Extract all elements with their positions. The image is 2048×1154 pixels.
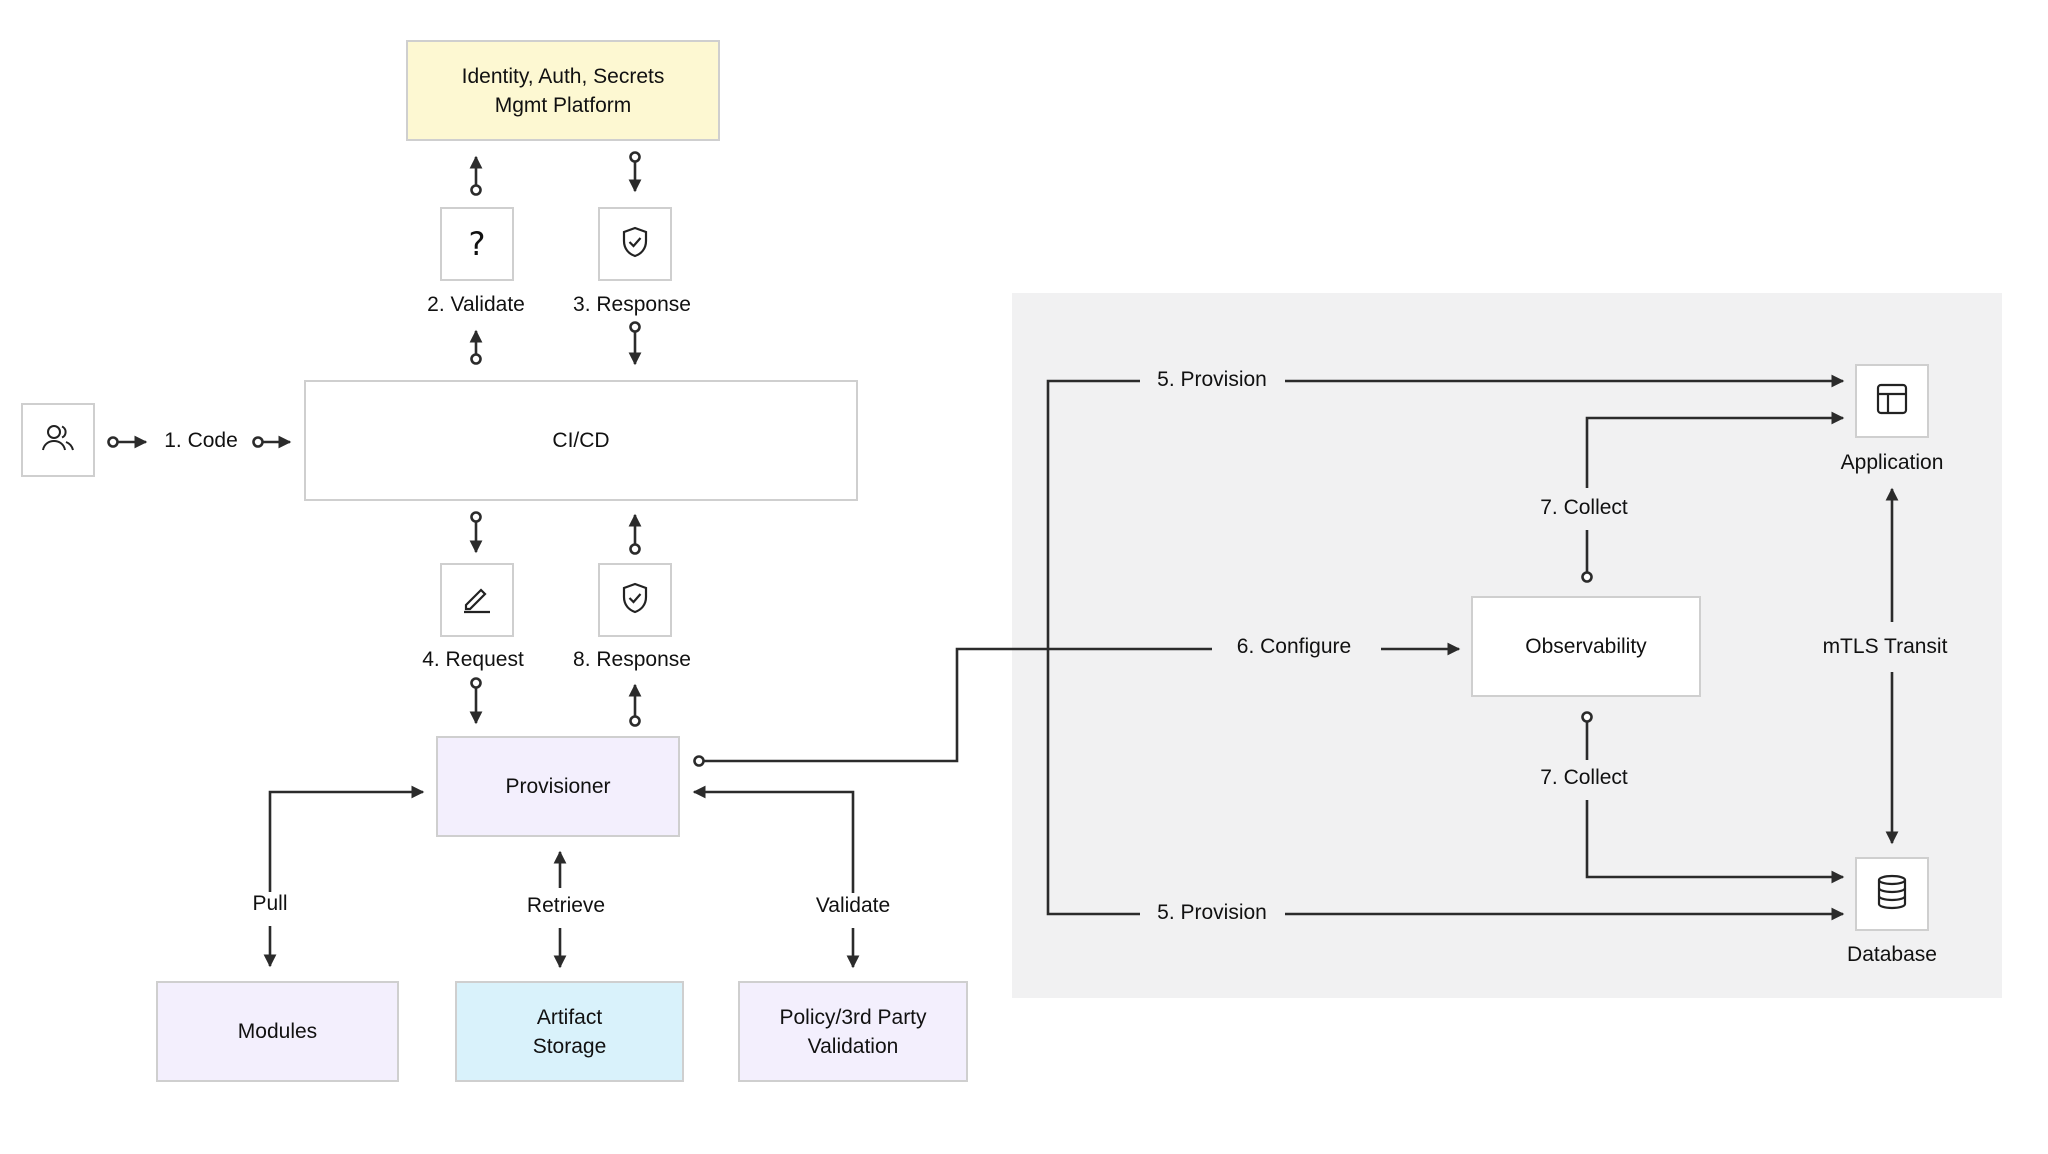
- edit-pen-icon: [460, 581, 494, 620]
- edge-observability-to-collect-top-origin: [1581, 571, 1593, 583]
- request-edge-label: 4. Request: [418, 648, 528, 672]
- validate-edge-label: 2. Validate: [423, 293, 529, 317]
- request-edit-node: [440, 563, 514, 637]
- artifact-storage-node: Artifact Storage: [455, 981, 684, 1082]
- modules-label: Modules: [237, 1020, 318, 1043]
- identity-platform-label: Identity, Auth, Secrets Mgmt Platform: [461, 64, 665, 117]
- application-node: [1855, 364, 1929, 438]
- shield-check-icon: [619, 581, 651, 620]
- edge-collect-to-database: [1585, 800, 1845, 884]
- users-icon: [40, 420, 76, 461]
- edge-identity-to-response-origin: [629, 151, 641, 163]
- application-label: Application: [1840, 451, 1944, 474]
- provision-database-edge-label: 5. Provision: [1153, 901, 1271, 925]
- validate-policy-edge-label: Validate: [811, 894, 895, 918]
- layout-panel-icon: [1874, 381, 1910, 422]
- configure-edge-label: 6. Configure: [1232, 635, 1356, 659]
- policy-validation-node: Policy/3rd Party Validation: [738, 981, 968, 1082]
- code-edge-label: 1. Code: [160, 429, 242, 453]
- policy-validation-label: Policy/3rd Party Validation: [779, 1005, 927, 1058]
- edge-user-to-code-origin: [107, 436, 119, 448]
- question-mark-icon: ?: [468, 225, 486, 263]
- edge-pull-to-provisioner: [268, 785, 425, 894]
- collect-database-edge-label: 7. Collect: [1536, 766, 1632, 790]
- edge-response-bottom-to-cicd-origin: [629, 543, 641, 555]
- edge-provision-bracket: [1046, 379, 1140, 916]
- retrieve-edge-label: Retrieve: [522, 894, 610, 918]
- pull-edge-label: Pull: [248, 892, 292, 916]
- edge-provisioner-to-configure-origin: [693, 755, 705, 767]
- edge-provisioner-to-response-bottom-origin: [629, 715, 641, 727]
- provisioner-node: Provisioner: [436, 736, 680, 837]
- observability-node: Observability: [1471, 596, 1701, 697]
- edge-observability-to-collect-bottom-origin: [1581, 711, 1593, 723]
- edge-provisioner-to-configure: [702, 647, 1212, 763]
- mtls-transit-edge-label: mTLS Transit: [1818, 635, 1952, 659]
- response-bottom-edge-label: 8. Response: [569, 648, 695, 672]
- identity-platform-node: Identity, Auth, Secrets Mgmt Platform: [406, 40, 720, 141]
- provisioner-label: Provisioner: [505, 775, 611, 798]
- edge-response-to-cicd-origin: [629, 321, 641, 333]
- database-icon: [1874, 873, 1910, 916]
- database-node: [1855, 857, 1929, 931]
- response-top-edge-label: 3. Response: [569, 293, 695, 317]
- edge-cicd-to-validate-origin: [470, 353, 482, 365]
- edge-validate-to-provisioner: [692, 785, 855, 893]
- user-node: [21, 403, 95, 477]
- edge-validate-to-identity-origin: [470, 184, 482, 196]
- cicd-label: CI/CD: [552, 429, 610, 452]
- response-top-node: [598, 207, 672, 281]
- validate-question-node: ?: [440, 207, 514, 281]
- provision-application-edge-label: 5. Provision: [1153, 368, 1271, 392]
- database-label: Database: [1847, 943, 1937, 966]
- shield-check-icon: [619, 225, 651, 264]
- edge-request-to-provisioner-origin: [470, 677, 482, 689]
- edge-cicd-to-request-origin: [470, 511, 482, 523]
- cicd-node: CI/CD: [304, 380, 858, 501]
- artifact-storage-label: Artifact Storage: [532, 1005, 607, 1058]
- response-bottom-node: [598, 563, 672, 637]
- observability-label: Observability: [1525, 635, 1647, 658]
- edge-collect-to-application: [1585, 411, 1845, 488]
- edge-code-to-cicd-origin: [252, 436, 264, 448]
- modules-node: Modules: [156, 981, 399, 1082]
- collect-application-edge-label: 7. Collect: [1536, 496, 1632, 520]
